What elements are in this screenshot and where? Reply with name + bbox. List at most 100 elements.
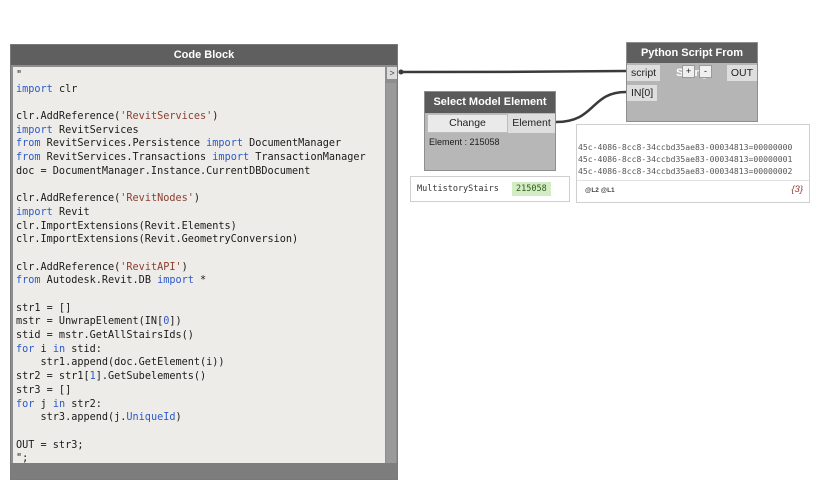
code-token: 'RevitNodes' xyxy=(120,193,194,205)
code-token: UniqueId xyxy=(126,412,176,424)
code-token: DocumentManager xyxy=(242,138,342,150)
code-line: clr.ImportExtensions(Revit.Elements) xyxy=(16,220,385,234)
code-token: clr.AddReference( xyxy=(16,193,121,205)
code-line: OUT = str3; xyxy=(16,439,385,453)
code-token: from xyxy=(16,152,41,164)
code-token: import xyxy=(16,83,53,95)
code-line: str2 = str1[1].GetSubelements() xyxy=(16,370,385,384)
code-block-output-port[interactable]: > xyxy=(387,67,397,79)
code-token: import xyxy=(16,206,53,218)
code-line: doc = DocumentManager.Instance.CurrentDB… xyxy=(16,165,385,179)
code-token: 0 xyxy=(163,316,170,328)
code-token: in xyxy=(52,343,66,355)
code-token: for xyxy=(16,398,35,410)
code-token: j xyxy=(34,398,53,410)
remove-input-button[interactable]: - xyxy=(699,65,712,78)
code-token: import xyxy=(16,124,53,136)
code-token: ]) xyxy=(169,316,182,328)
code-line: str3 = [] xyxy=(16,384,385,398)
code-block-scrollbar[interactable] xyxy=(386,83,396,463)
code-token: Revit xyxy=(52,206,90,218)
code-token: str2 = str1[ xyxy=(16,371,90,383)
code-line: import Revit xyxy=(16,206,385,220)
code-token: 'RevitServices' xyxy=(120,111,213,123)
code-token: from xyxy=(16,275,41,287)
script-input-port[interactable]: script xyxy=(627,65,661,81)
code-line: stid = mstr.GetAllStairsIds() xyxy=(16,329,385,343)
code-line xyxy=(16,96,385,110)
wire-code-to-script xyxy=(399,69,627,74)
code-line: import RevitServices xyxy=(16,124,385,138)
code-token: RevitServices xyxy=(52,124,139,136)
code-line: clr.AddReference('RevitServices') xyxy=(16,110,385,124)
preview-footer: @L2 @L1 {3} xyxy=(577,180,809,202)
code-line xyxy=(16,247,385,261)
in0-input-port[interactable]: IN[0] xyxy=(627,85,658,101)
code-token: str3 = [] xyxy=(16,384,72,396)
code-token: import xyxy=(212,152,250,164)
code-token: clr xyxy=(52,83,78,95)
code-token: " xyxy=(16,70,23,81)
element-type-name: MultistoryStairs xyxy=(417,184,499,194)
code-line xyxy=(16,425,385,439)
code-line: from RevitServices.Transactions import T… xyxy=(16,151,385,165)
code-token: str2: xyxy=(65,398,102,410)
code-token: TransactionManager xyxy=(249,152,366,164)
code-token: mstr = UnwrapElement(IN[ xyxy=(16,316,164,328)
code-token: ) xyxy=(212,111,219,123)
code-token: 'RevitAPI' xyxy=(120,261,182,273)
element-readout: Element : 215058 xyxy=(429,137,500,147)
code-token: str3.append(j. xyxy=(16,412,127,424)
change-button[interactable]: Change xyxy=(427,114,508,133)
code-line: "; xyxy=(16,452,385,463)
python-node-title: Python Script From String xyxy=(627,43,757,79)
code-token: ) xyxy=(181,261,188,273)
code-token: RevitServices.Transactions xyxy=(40,152,213,164)
code-token: "; xyxy=(16,453,29,463)
code-line: " xyxy=(16,69,385,83)
code-token: in xyxy=(52,398,66,410)
output-preview-bubble[interactable]: 45c-4086-8cc8-34ccbd35ae83-00034813=0000… xyxy=(576,124,810,203)
code-token: ].GetSubelements() xyxy=(95,371,207,383)
code-line: for i in stid: xyxy=(16,343,385,357)
code-token: ) xyxy=(175,412,182,424)
code-token: i xyxy=(34,343,53,355)
code-token: * xyxy=(193,275,207,287)
out-output-port[interactable]: OUT xyxy=(726,65,757,81)
code-line: str1.append(doc.GetElement(i)) xyxy=(16,356,385,370)
code-line xyxy=(16,179,385,193)
list-item: 45c-4086-8cc8-34ccbd35ae83-00034813=0000… xyxy=(578,154,793,164)
list-item: 45c-4086-8cc8-34ccbd35ae83-00034813=0000… xyxy=(578,166,793,176)
code-token: str1.append(doc.GetElement(i)) xyxy=(16,357,225,369)
python-script-node[interactable]: Python Script From String script IN[0] +… xyxy=(626,42,758,122)
element-output-port[interactable]: Element xyxy=(508,114,555,133)
code-line: mstr = UnwrapElement(IN[0]) xyxy=(16,315,385,329)
code-token: clr.AddReference( xyxy=(16,111,121,123)
code-token: clr.ImportExtensions(Revit.Elements) xyxy=(16,220,237,232)
select-model-element-node[interactable]: Select Model Element Change Element Elem… xyxy=(424,91,556,171)
guid-list: 45c-4086-8cc8-34ccbd35ae83-00034813=0000… xyxy=(577,141,809,177)
code-token: Autodesk.Revit.DB xyxy=(40,275,158,287)
list-item: 45c-4086-8cc8-34ccbd35ae83-00034813=0000… xyxy=(578,142,793,152)
list-levels[interactable]: @L2 @L1 xyxy=(585,187,615,194)
code-line: from Autodesk.Revit.DB import * xyxy=(16,274,385,288)
code-block-footer xyxy=(11,463,397,479)
add-input-button[interactable]: + xyxy=(682,65,695,78)
code-token: 1 xyxy=(89,371,96,383)
code-line: for j in str2: xyxy=(16,398,385,412)
code-token: doc = DocumentManager.Instance.CurrentDB… xyxy=(16,165,311,177)
list-count: {3} xyxy=(791,184,803,195)
code-token: clr.AddReference( xyxy=(16,261,121,273)
code-token: import xyxy=(206,138,243,150)
code-line: clr.AddReference('RevitNodes') xyxy=(16,192,385,206)
code-token: stid: xyxy=(65,343,102,355)
element-id-badge[interactable]: 215058 xyxy=(512,182,551,196)
code-line xyxy=(16,288,385,302)
select-node-title: Select Model Element xyxy=(425,92,555,113)
code-line: import clr xyxy=(16,83,385,97)
code-line: str3.append(j.UniqueId) xyxy=(16,411,385,425)
